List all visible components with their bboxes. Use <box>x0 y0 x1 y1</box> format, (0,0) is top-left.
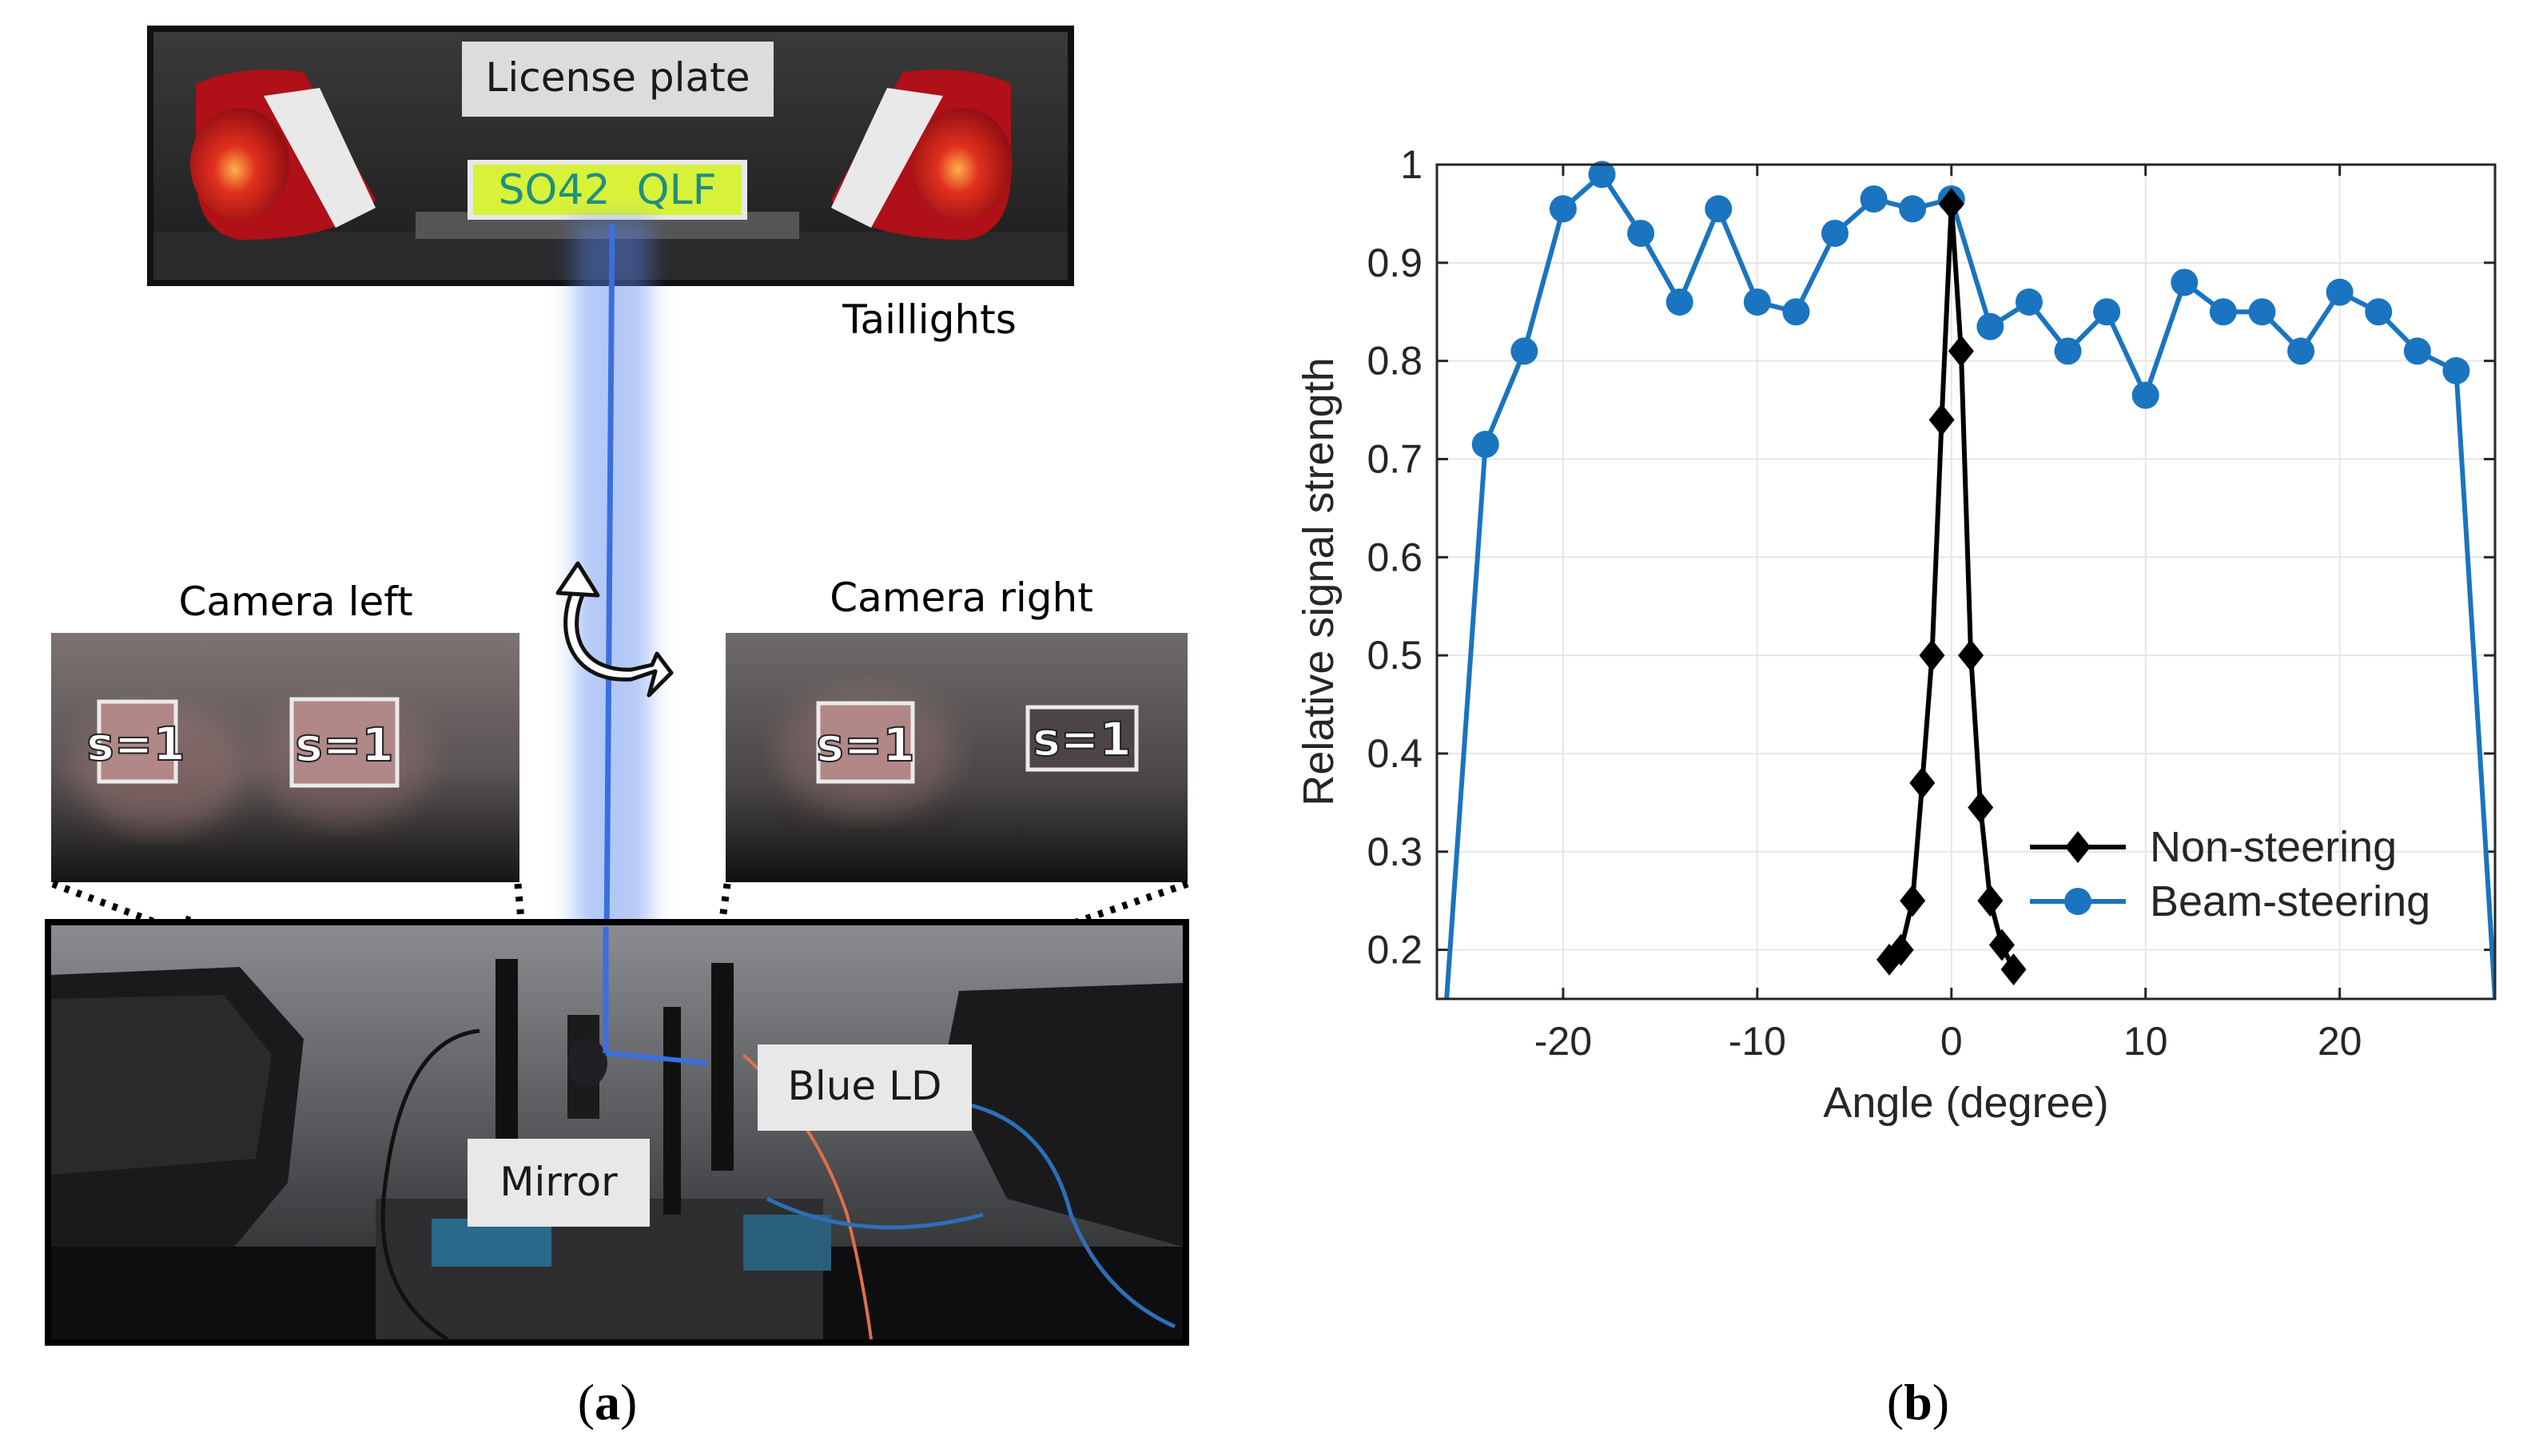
data-point-beam-steering <box>1627 219 1655 247</box>
symbol-label: s=1 <box>86 717 185 771</box>
data-point-non-steering <box>1928 404 1955 436</box>
y-axis-ticks: 0.2 0.3 0.4 0.5 0.6 0.7 0.8 0.9 1 <box>1367 142 2495 973</box>
x-tick-label: -10 <box>1729 1019 1786 1064</box>
x-tick-label: 10 <box>2123 1019 2168 1064</box>
data-point-beam-steering <box>2093 298 2121 326</box>
data-point-beam-steering <box>2365 298 2393 326</box>
panel-a-caption-letter: a <box>595 1374 620 1430</box>
plot-area <box>1435 163 2497 1001</box>
panel-a-setup-photo: SO42 QLF License plate Taillights Camera… <box>45 26 1189 1430</box>
data-point-beam-steering <box>1471 431 1499 459</box>
y-tick-label: 1 <box>1400 142 1423 187</box>
data-point-beam-steering <box>1549 195 1577 223</box>
plate-background <box>473 165 742 215</box>
data-point-non-steering <box>1900 885 1926 917</box>
data-point-beam-steering <box>1588 161 1616 189</box>
data-point-non-steering <box>1919 639 1945 672</box>
legend-marker <box>2065 831 2091 863</box>
data-point-beam-steering <box>2015 288 2043 316</box>
y-tick-label: 0.2 <box>1367 928 1423 973</box>
data-point-beam-steering <box>2131 381 2159 409</box>
data-point-beam-steering <box>1821 219 1849 247</box>
data-point-non-steering <box>1888 933 1914 966</box>
camera-right-label: Camera right <box>830 575 1093 621</box>
data-point-beam-steering <box>1510 337 1538 365</box>
panel-b-caption: (b) <box>1887 1374 1949 1430</box>
y-tick-label: 0.6 <box>1367 535 1423 579</box>
symbol-label: s=1 <box>295 718 393 772</box>
y-tick-label: 0.7 <box>1367 436 1423 481</box>
y-axis-label: Relative signal strength <box>1295 357 1343 806</box>
data-point-beam-steering <box>1705 195 1733 223</box>
data-point-beam-steering <box>1743 288 1771 316</box>
series-markers <box>1471 161 2470 986</box>
data-point-beam-steering <box>2248 298 2276 326</box>
data-point-beam-steering <box>2287 337 2315 365</box>
symbol-label: s=1 <box>1033 712 1131 766</box>
data-point-non-steering <box>2000 953 2027 986</box>
license-plate-label: License plate <box>485 54 750 101</box>
legend-label: Beam-steering <box>2150 877 2430 925</box>
data-point-beam-steering <box>2442 356 2470 384</box>
data-point-beam-steering <box>1899 195 1927 223</box>
symbol-box-left-2: s=1 <box>289 697 400 788</box>
laser-beam <box>574 220 651 1048</box>
data-point-beam-steering <box>1860 185 1888 213</box>
right-taillight <box>831 70 1013 240</box>
x-tick-label: -20 <box>1534 1019 1592 1064</box>
y-tick-label: 0.8 <box>1367 339 1423 384</box>
panel-b-chart: 0.2 0.3 0.4 0.5 0.6 0.7 0.8 0.9 1 -20 -10 0 10 20 Re… <box>1295 142 2497 1430</box>
y-tick-label: 0.5 <box>1367 633 1423 678</box>
blue-ld-label: Blue LD <box>788 1063 942 1109</box>
legend-marker <box>2064 888 2091 915</box>
data-point-non-steering <box>1977 885 2004 917</box>
symbol-box-left-1: s=1 <box>86 699 186 784</box>
x-axis-ticks: -20 -10 0 10 20 <box>1534 165 2362 1064</box>
rotation-arrow-icon <box>555 561 674 698</box>
camera-right-view: s=1 s=1 <box>726 633 1188 882</box>
data-point-beam-steering <box>2209 298 2237 326</box>
data-point-beam-steering <box>2326 278 2354 306</box>
x-tick-label: 0 <box>1940 1019 1963 1064</box>
y-tick-label: 0.4 <box>1367 731 1423 776</box>
camera-left-view: s=1 s=1 <box>51 633 519 882</box>
data-point-non-steering <box>1948 335 1974 368</box>
legend-label: Non-steering <box>2150 823 2397 871</box>
symbol-box-right-1: s=1 <box>815 701 916 784</box>
symbol-label: s=1 <box>816 718 914 772</box>
panel-a-caption: (a) <box>578 1374 638 1430</box>
lab-setup-photo: Blue LD Mirror <box>45 919 1189 1346</box>
x-tick-label: 20 <box>2318 1019 2362 1064</box>
y-tick-label: 0.3 <box>1367 829 1423 874</box>
data-point-non-steering <box>1909 766 1936 799</box>
data-point-beam-steering <box>1782 298 1810 326</box>
data-point-beam-steering <box>1665 288 1693 316</box>
data-point-non-steering <box>1988 929 2015 961</box>
plate-text: SO42 QLF <box>499 166 717 214</box>
series-line-beam-steering <box>1444 172 2495 999</box>
license-plate-photo: SO42 QLF License plate <box>147 26 1074 286</box>
left-taillight <box>190 70 376 240</box>
symbol-box-right-2: s=1 <box>1025 705 1139 772</box>
camera-left-label: Camera left <box>178 579 412 625</box>
data-point-beam-steering <box>2403 337 2431 365</box>
data-point-non-steering <box>1958 639 1984 672</box>
taillights-label: Taillights <box>842 296 1017 343</box>
mirror-label: Mirror <box>499 1159 618 1205</box>
data-point-beam-steering <box>1976 312 2004 340</box>
data-point-beam-steering <box>2054 337 2082 365</box>
plot-frame <box>1435 163 2497 1001</box>
x-axis-label: Angle (degree) <box>1823 1079 2108 1127</box>
data-point-beam-steering <box>2171 269 2199 296</box>
y-tick-label: 0.9 <box>1367 241 1423 285</box>
data-point-non-steering <box>1938 188 1964 221</box>
panel-b-caption-letter: b <box>1904 1374 1932 1430</box>
data-point-non-steering <box>1968 791 1994 824</box>
